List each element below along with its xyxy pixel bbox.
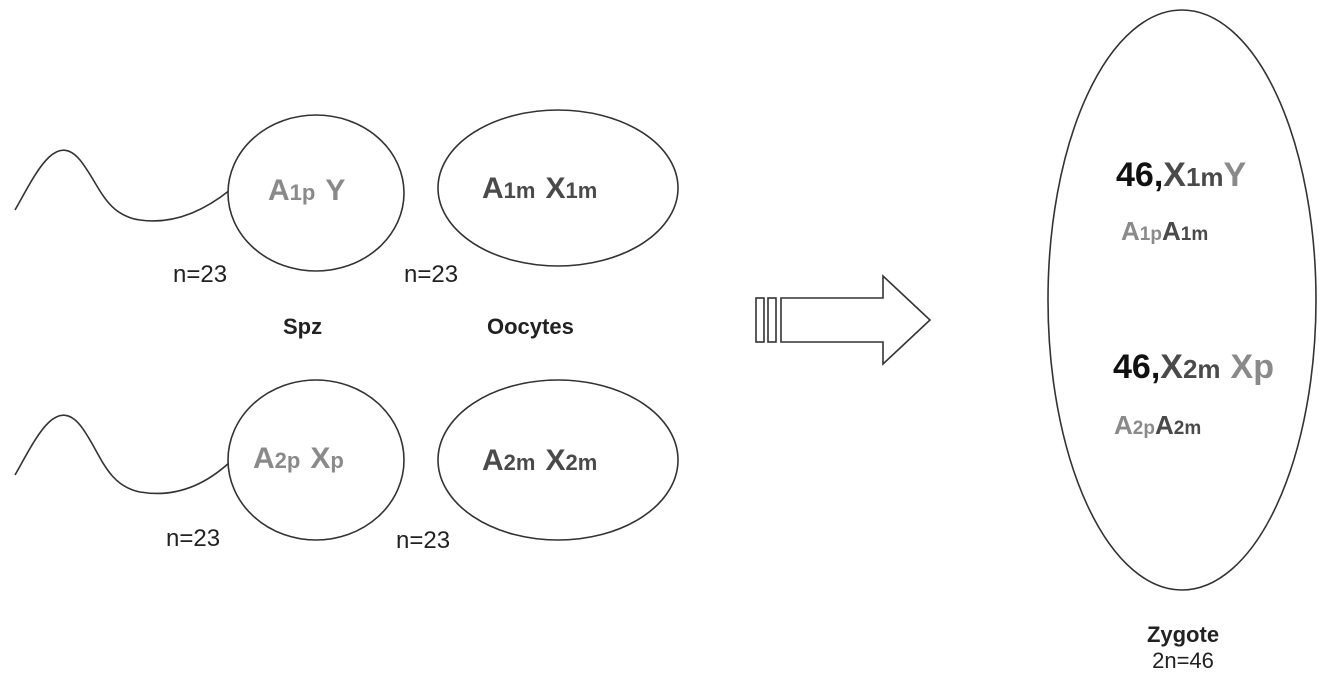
sperm-1-tail [14,149,231,222]
sperm-2-ploidy: n=23 [166,525,220,552]
oocytes-label: Oocytes [487,314,574,339]
zygote-karyotype-2: 46,X2m Xp [1113,348,1274,386]
sperm-1-genotype: A1p Y [268,174,345,207]
sperm-2-head [227,379,405,541]
sperm-2-sex-sub: p [330,448,343,473]
zygote-autosomes-2-maternal-sub: 2m [1174,418,1201,439]
oocyte-2-autosome: A [482,444,504,477]
arrow-tail-bar-1 [755,297,765,343]
oocyte-2-cell [437,379,679,541]
sperm-1-head [227,114,405,272]
zygote-karyotype-2-x: X [1160,348,1183,386]
zygote-karyotype-1-y: Y [1224,156,1247,194]
sperm-2-autosome: A [253,442,275,475]
zygote-autosomes-1-paternal-sub: 1p [1140,224,1162,245]
sperm-1: A1p Y n=23 [14,114,405,288]
zygote-karyotype-1-prefix: 46, [1116,156,1163,194]
oocyte-1-sex-chromosome: X [545,172,565,205]
arrow-body [780,274,932,366]
zygote-autosomes-1-maternal-sub: 1m [1181,224,1208,245]
oocyte-2-ploidy: n=23 [396,527,450,554]
zygote-autosomes-2-paternal-sub: 2p [1133,418,1155,439]
zygote-label: Zygote [1147,622,1219,647]
oocyte-1-ploidy: n=23 [404,261,458,288]
oocyte-1-autosome-sub: 1m [504,178,536,203]
zygote-karyotype-2-x-sub: 2m [1183,354,1221,384]
zygote-autosomes-2: A2pA2m [1114,410,1201,440]
oocyte-2-autosome-sub: 2m [504,450,536,475]
sperm-2-autosome-sub: 2p [275,448,301,473]
zygote-karyotype-1-x: X [1163,156,1186,194]
zygote-karyotype-2-prefix: 46, [1113,348,1160,386]
spz-label: Spz [283,314,322,339]
sperm-1-autosome-sub: 1p [290,180,316,205]
sperm-1-autosome: A [268,174,290,207]
oocyte-1-cell [437,109,679,267]
oocyte-1-sex-sub: 1m [565,178,597,203]
zygote-karyotype-1-x-sub: 1m [1186,162,1224,192]
zygote-karyotype-2-xp: Xp [1231,348,1274,386]
zygote-autosomes-1-paternal: A [1121,216,1140,246]
sperm-2: A2p Xp n=23 [14,379,405,552]
zygote-karyotype-1: 46,X1mY [1116,156,1247,194]
zygote-cell [1047,9,1317,591]
zygote-autosomes-2-paternal: A [1114,410,1133,440]
zygote-autosomes-1-maternal: A [1162,216,1181,246]
arrow-tail-bar-2 [767,297,777,343]
fertilization-arrow [755,274,932,366]
zygote-autosomes-2-maternal: A [1155,410,1174,440]
oocyte-2-sex-chromosome: X [545,444,565,477]
oocyte-2-sex-sub: 2m [565,450,597,475]
oocyte-1-autosome: A [482,172,504,205]
sperm-2-tail [14,414,231,495]
sperm-1-ploidy: n=23 [173,261,227,288]
sperm-2-sex-chromosome: X [310,442,330,475]
sperm-2-genotype: A2p Xp [253,442,344,475]
zygote-ploidy: 2n=46 [1152,648,1214,673]
sperm-1-sex-chromosome: Y [325,174,345,207]
zygote-autosomes-1: A1pA1m [1121,216,1208,246]
